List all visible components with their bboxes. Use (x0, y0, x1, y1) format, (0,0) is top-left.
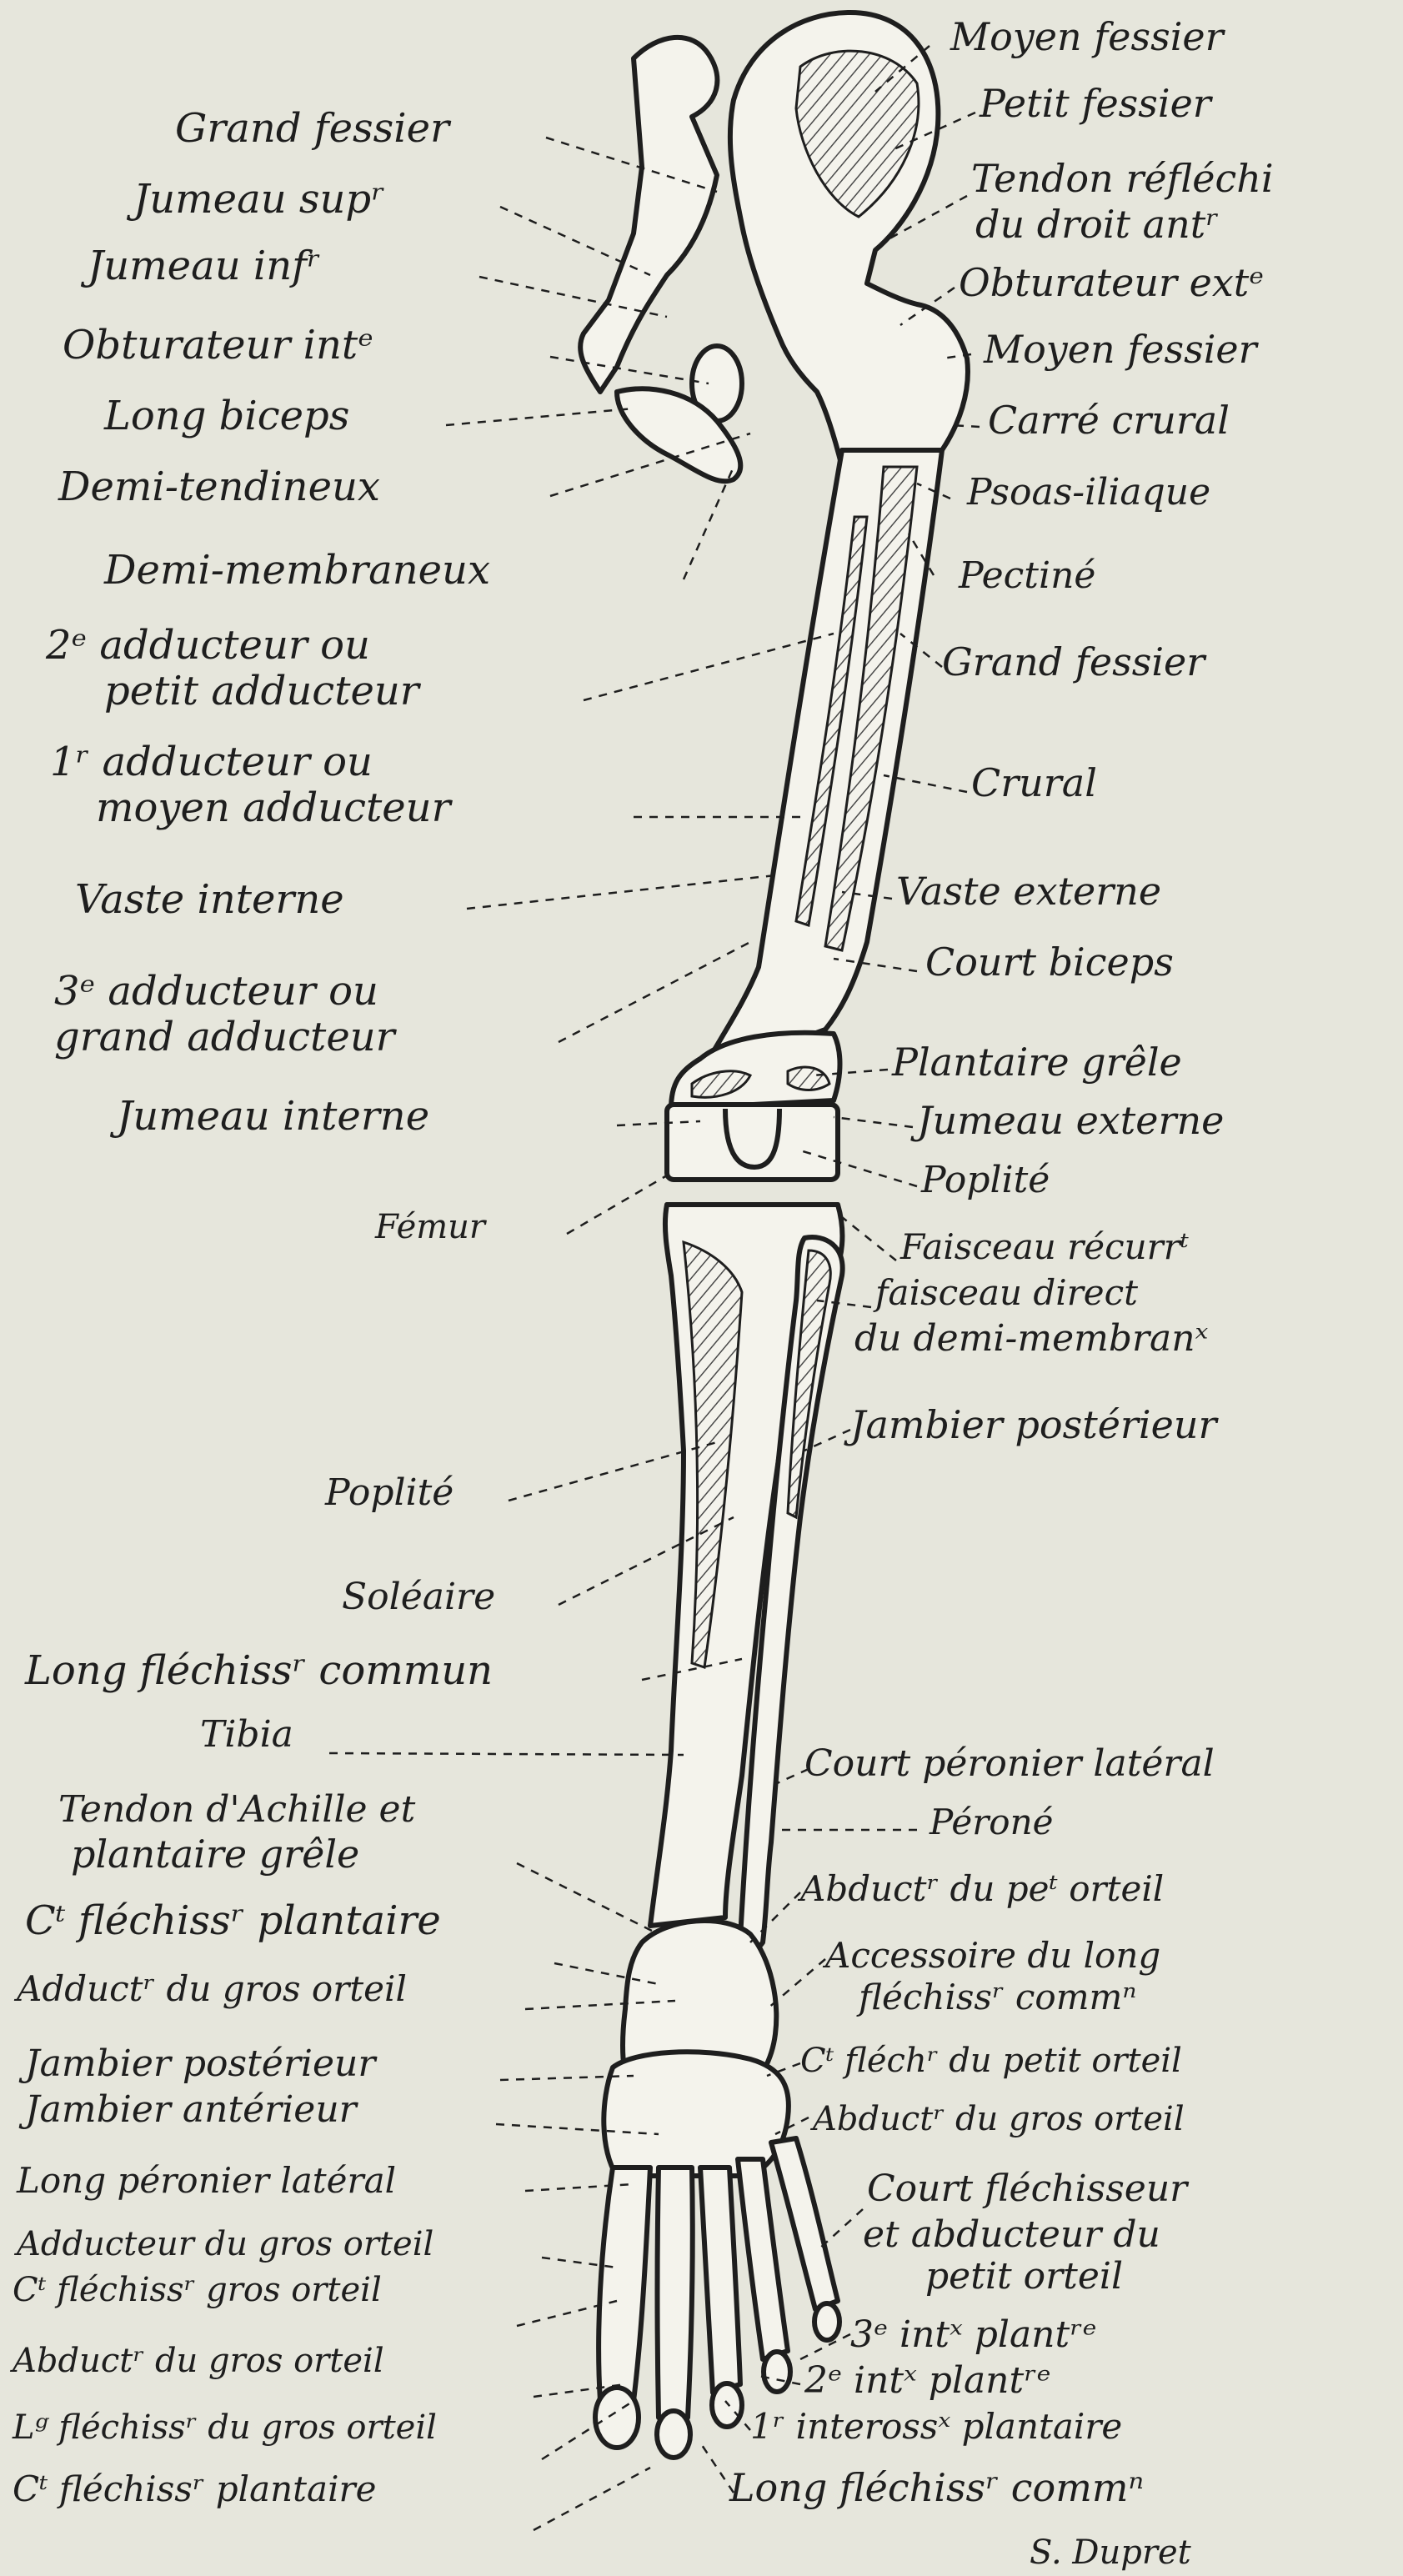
label-long-peronier-lateral: Long péronier latéral (16, 2160, 396, 2201)
label-court-flechisseur-l1: Court fléchisseur (867, 2168, 1190, 2210)
label-3e-adducteur-l1: 3ᵉ adducteur ou (54, 968, 378, 1015)
label-ct-flechiss-plantaire-b: Cᵗ fléchissʳ plantaire (13, 2468, 376, 2509)
label-court-biceps: Court biceps (925, 940, 1174, 985)
label-jumeau-sup: Jumeau supʳ (126, 176, 385, 223)
label-1r-adducteur-l1: 1ʳ adducteur ou (50, 739, 373, 785)
label-long-flechiss-commun: Long fléchissʳ commun (24, 1647, 493, 1694)
label-poplite-left: Poplité (324, 1471, 453, 1514)
label-vaste-externe: Vaste externe (896, 869, 1161, 914)
toe-1-tip (595, 2388, 639, 2448)
label-plantaire-grele: Plantaire grêle (891, 1040, 1182, 1085)
label-petit-fessier: Petit fessier (979, 81, 1214, 126)
label-accessoire-long-l2: fléchissʳ commⁿ (856, 1977, 1136, 2017)
toe-2-tip (657, 2411, 690, 2458)
label-tibia: Tibia (200, 1713, 293, 1756)
label-moyen-fessier-b: Moyen fessier (983, 327, 1260, 372)
label-ct-flech-petit-orteil: Cᵗ fléchʳ du petit orteil (800, 2042, 1182, 2080)
label-jambier-posterieur-right: Jambier postérieur (844, 1402, 1219, 1447)
label-long-flechiss-commn: Long fléchissʳ commⁿ (729, 2465, 1144, 2510)
artist-signature: S. Dupret (1030, 2533, 1192, 2572)
label-jambier-anterieur: Jambier antérieur (18, 2088, 359, 2131)
label-adduct-gros-orteil: Adductʳ du gros orteil (13, 1968, 407, 2009)
label-ct-flechiss-plantaire-a: Cᵗ fléchissʳ plantaire (25, 1897, 441, 1944)
label-demi-membran: du demi-membranˣ (854, 1317, 1209, 1360)
label-faisceau-recurr: Faisceau récurrᵗ (899, 1226, 1189, 1267)
label-1r-inteross-plantaire: 1ʳ interossˣ plantaire (750, 2406, 1122, 2447)
label-grand-fessier-right: Grand fessier (942, 639, 1207, 684)
label-obturateur-ext: Obturateur extᵉ (959, 260, 1264, 305)
toe-4-tip (764, 2352, 790, 2392)
label-obturateur-int: Obturateur intᵉ (63, 322, 373, 368)
label-2e-int-plant: 2ᵉ intˣ plantʳᵉ (804, 2359, 1051, 2402)
label-tendon-achille-l2: plantaire grêle (71, 1832, 359, 1877)
label-soleaire: Soléaire (342, 1576, 495, 1618)
label-tendon-reflechi-l2: du droit antʳ (975, 202, 1219, 247)
label-pectine: Pectiné (958, 554, 1095, 597)
toe-2 (658, 2168, 693, 2418)
label-carre-crural: Carré crural (988, 398, 1230, 443)
label-2e-adducteur-l2: petit adducteur (104, 668, 422, 714)
label-faisceau-direct: faisceau direct (873, 1272, 1138, 1313)
label-1r-adducteur-l2: moyen adducteur (96, 784, 453, 831)
label-demi-membraneux: Demi-membraneux (103, 547, 490, 594)
label-jumeau-inf: Jumeau infʳ (80, 243, 321, 289)
label-crural: Crural (971, 760, 1097, 805)
label-2e-adducteur-l1: 2ᵉ adducteur ou (45, 622, 370, 669)
label-tendon-reflechi-l1: Tendon réfléchi (971, 156, 1274, 201)
label-tendon-achille-l1: Tendon d'Achille et (58, 1788, 416, 1831)
toe-1 (599, 2168, 650, 2401)
label-jambier-posterieur-left: Jambier postérieur (18, 2042, 378, 2085)
label-accessoire-long-l1: Accessoire du long (822, 1935, 1160, 1976)
label-abduct-gros-orteil-left: Abductʳ du gros orteil (9, 2342, 384, 2380)
toe-3 (700, 2168, 740, 2393)
label-abduct-pet-orteil: Abductʳ du peᵗ orteil (797, 1868, 1164, 1909)
label-lg-flechiss-gros-orteil: Lᵍ fléchissʳ du gros orteil (12, 2408, 437, 2447)
label-perone: Péroné (929, 1802, 1054, 1842)
label-adducteur-gros-orteil: Adducteur du gros orteil (13, 2225, 433, 2263)
label-ct-flechiss-gros-orteil: Cᵗ fléchissʳ gros orteil (13, 2271, 382, 2309)
label-court-flechisseur-l3: petit orteil (925, 2255, 1123, 2298)
toe-3-tip (712, 2383, 742, 2427)
label-vaste-interne: Vaste interne (75, 876, 344, 923)
label-femur: Fémur (374, 1208, 488, 1246)
label-poplite-right: Poplité (920, 1159, 1050, 1201)
toe-4 (738, 2159, 788, 2359)
label-3e-int-plant: 3ᵉ intˣ plantʳᵉ (850, 2313, 1097, 2356)
label-demi-tendineux: Demi-tendineux (58, 464, 380, 510)
label-3e-adducteur-l2: grand adducteur (54, 1014, 398, 1060)
pelvis-fragment (580, 38, 717, 392)
label-jumeau-externe: Jumeau externe (910, 1098, 1224, 1143)
label-jumeau-interne: Jumeau interne (109, 1093, 429, 1140)
label-grand-fessier-left: Grand fessier (175, 105, 452, 152)
label-psoas-iliaque: Psoas-iliaque (966, 471, 1210, 514)
label-court-flechisseur-l2: et abducteur du (863, 2213, 1160, 2256)
toe-5-tip (814, 2303, 839, 2340)
label-court-peronier-lateral: Court péronier latéral (804, 1742, 1215, 1785)
labels-left: Grand fessier Jumeau supʳ Jumeau infʳ Ob… (9, 105, 495, 2509)
label-abduct-gros-orteil-right: Abductʳ du gros orteil (809, 2100, 1185, 2138)
label-moyen-fessier-top: Moyen fessier (950, 14, 1226, 59)
label-long-biceps: Long biceps (103, 393, 349, 439)
